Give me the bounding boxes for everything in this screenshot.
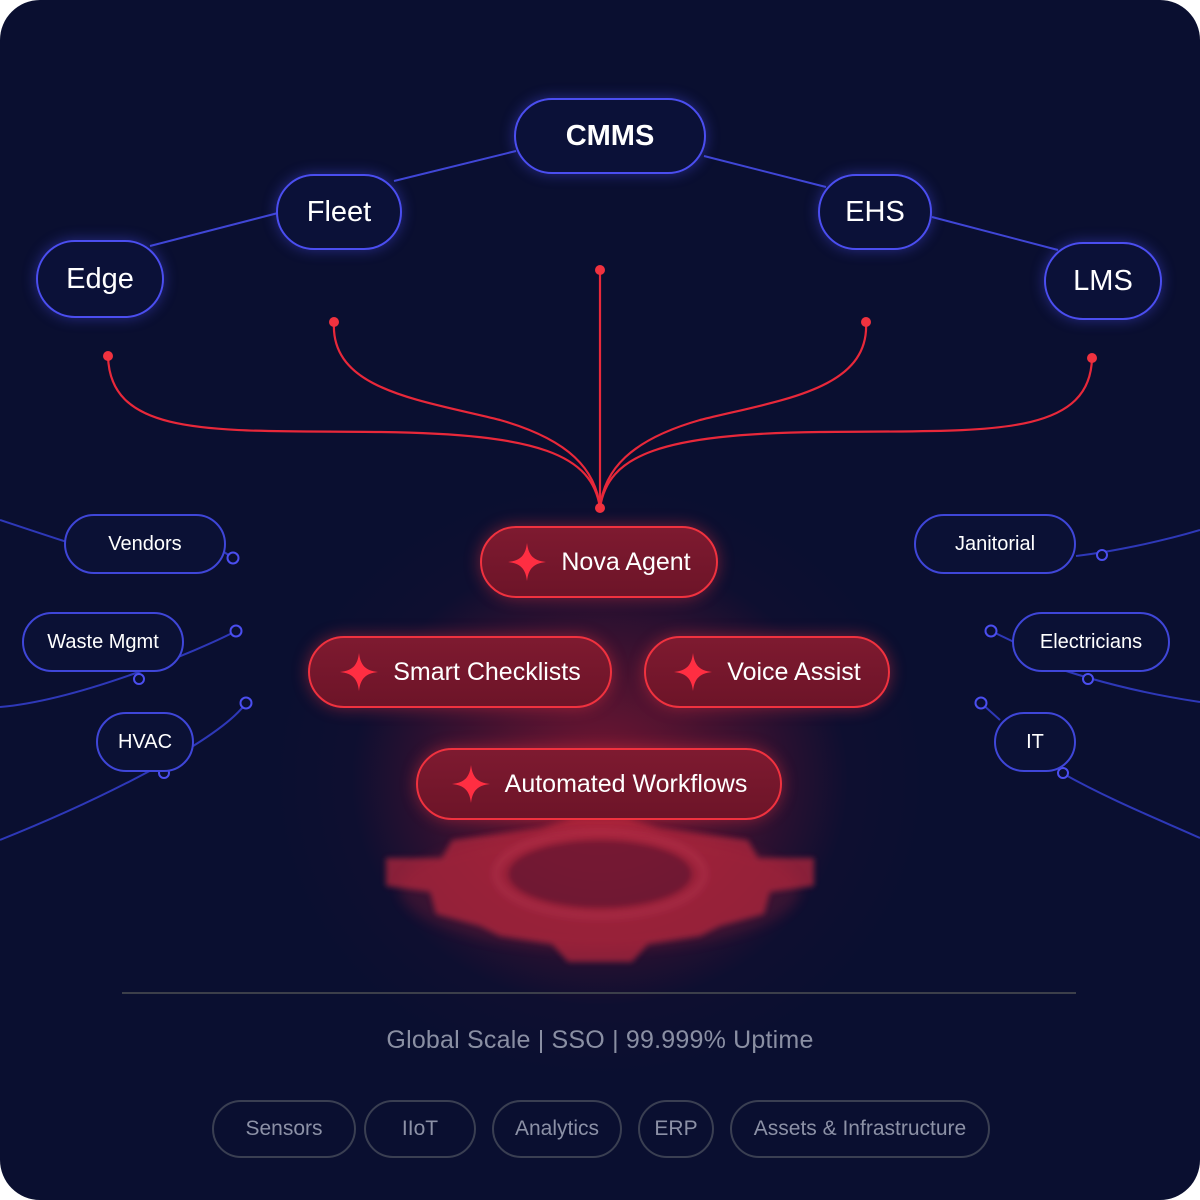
node-janitorial: Janitorial <box>914 514 1076 574</box>
feature-automated-workflows-label: Automated Workflows <box>504 769 748 798</box>
right-curve-it <box>1061 772 1200 839</box>
dot-hvac-top <box>239 696 253 710</box>
dot-janitorial <box>1096 549 1108 561</box>
dot-lms <box>1087 353 1097 363</box>
connector-dots <box>103 265 1097 513</box>
feature-automated-workflows: Automated Workflows <box>416 748 782 820</box>
tag-analytics-label: Analytics <box>514 1117 600 1140</box>
link-fleet-cmms <box>393 150 517 182</box>
node-cmms-label: CMMS <box>565 119 655 152</box>
link-ehs-lms <box>931 216 1059 251</box>
connector-lms <box>598 357 1094 509</box>
red-connector-lines <box>106 270 1094 509</box>
dot-waste-top <box>229 624 243 638</box>
footer-divider <box>122 992 1076 994</box>
dot-waste-bottom <box>133 673 145 685</box>
dot-it-top <box>974 696 988 710</box>
right-curve-janitorial <box>1075 529 1200 557</box>
node-waste-mgmt-label: Waste Mgmt <box>47 630 159 653</box>
dot-electricians-bottom <box>1082 673 1094 685</box>
node-electricians-label: Electricians <box>1039 630 1143 653</box>
dot-ehs <box>861 317 871 327</box>
left-side-dots <box>133 551 253 779</box>
feature-voice-assist-label: Voice Assist <box>727 657 861 686</box>
right-side-dots <box>974 549 1108 779</box>
tag-sensors-label: Sensors <box>245 1117 323 1140</box>
node-edge: Edge <box>36 240 164 318</box>
connector-edge <box>106 355 602 509</box>
dot-edge <box>103 351 113 361</box>
top-node-links <box>149 150 1059 251</box>
sparkle-icon <box>674 653 713 691</box>
node-vendors: Vendors <box>64 514 226 574</box>
node-hvac-label: HVAC <box>117 730 173 753</box>
dot-vendors <box>226 551 240 565</box>
node-ehs: EHS <box>818 174 932 250</box>
node-cmms: CMMS <box>514 98 706 174</box>
link-edge-fleet <box>149 212 279 247</box>
node-hvac: HVAC <box>96 712 194 772</box>
tag-analytics: Analytics <box>492 1100 622 1158</box>
sparkle-icon <box>451 765 490 803</box>
node-fleet-label: Fleet <box>306 195 372 228</box>
dot-it-bottom <box>1057 767 1069 779</box>
sparkle-icon <box>508 543 547 581</box>
tag-iiot: IIoT <box>364 1100 476 1158</box>
tag-erp: ERP <box>638 1100 714 1158</box>
tag-iiot-label: IIoT <box>401 1117 439 1140</box>
node-lms-label: LMS <box>1073 264 1133 297</box>
node-fleet: Fleet <box>276 174 402 250</box>
feature-smart-checklists-label: Smart Checklists <box>393 657 581 686</box>
node-janitorial-label: Janitorial <box>954 532 1036 555</box>
link-cmms-ehs <box>703 155 827 188</box>
sparkle-icon <box>340 653 379 691</box>
node-edge-label: Edge <box>66 262 134 295</box>
dot-cmms <box>595 265 605 275</box>
tag-assets-infrastructure-label: Assets & Infrastructure <box>753 1117 967 1140</box>
node-it-label: IT <box>1026 730 1044 753</box>
feature-smart-checklists: Smart Checklists <box>308 636 612 708</box>
node-electricians: Electricians <box>1012 612 1170 672</box>
feature-nova-agent: Nova Agent <box>480 526 718 598</box>
connector-ehs <box>598 321 868 509</box>
node-ehs-label: EHS <box>845 195 905 228</box>
left-curve-vendors <box>0 519 71 544</box>
node-it: IT <box>994 712 1076 772</box>
node-waste-mgmt: Waste Mgmt <box>22 612 184 672</box>
node-vendors-label: Vendors <box>108 532 182 555</box>
dot-electricians-top <box>984 624 998 638</box>
feature-nova-agent-label: Nova Agent <box>561 547 691 576</box>
node-lms: LMS <box>1044 242 1162 320</box>
connector-fleet <box>332 321 602 509</box>
footer-stats: Global Scale | SSO | 99.999% Uptime <box>386 1026 814 1054</box>
tag-erp-label: ERP <box>654 1117 698 1140</box>
dot-fleet <box>329 317 339 327</box>
dot-nova-agent <box>595 503 605 513</box>
gear-glow <box>400 830 800 950</box>
tag-assets-infrastructure: Assets & Infrastructure <box>730 1100 990 1158</box>
feature-voice-assist: Voice Assist <box>644 636 890 708</box>
tag-sensors: Sensors <box>212 1100 356 1158</box>
left-curve-waste <box>0 630 237 708</box>
